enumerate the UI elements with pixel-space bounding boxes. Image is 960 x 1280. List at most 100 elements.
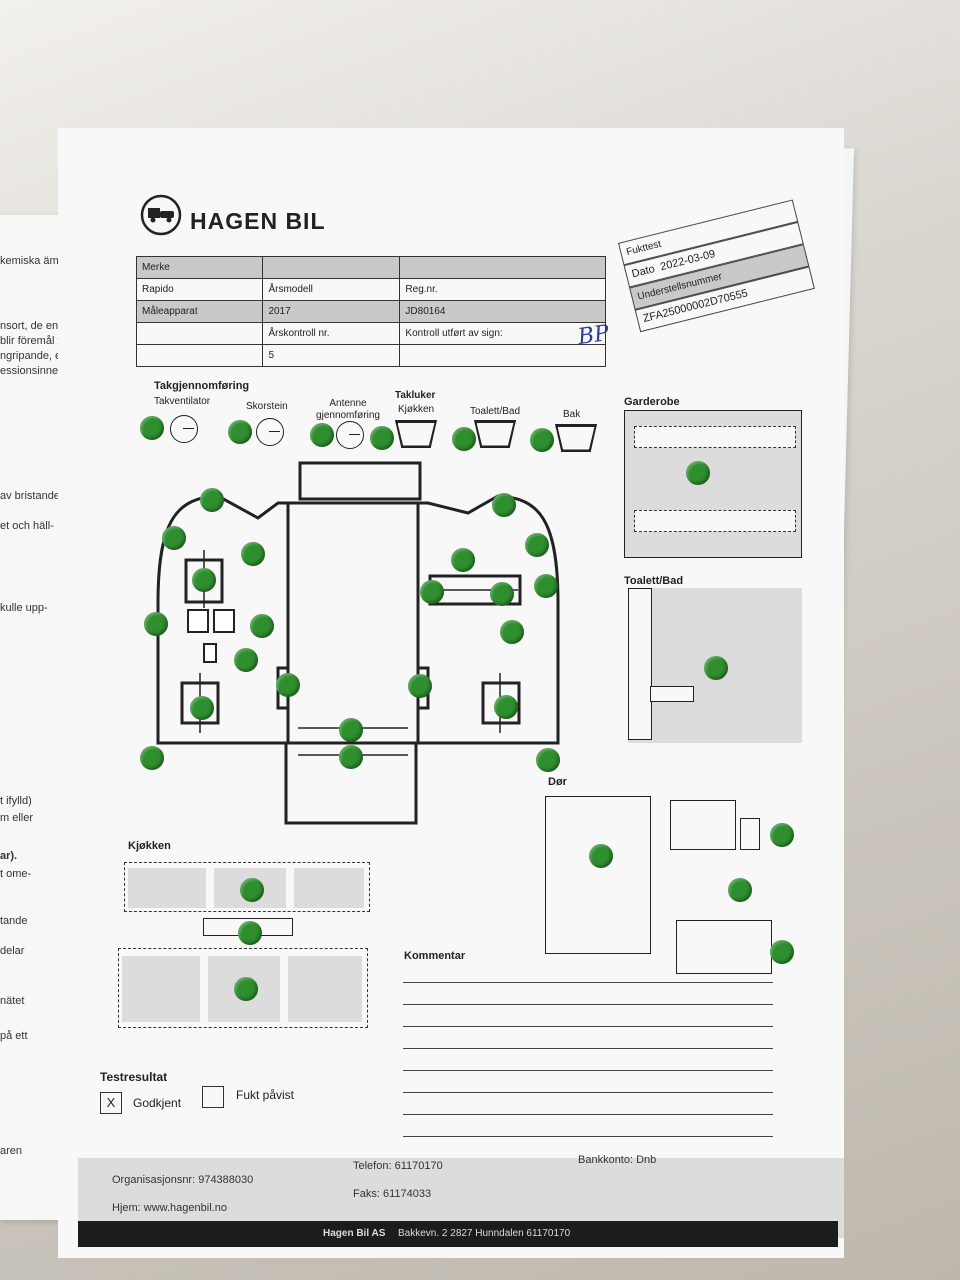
garderobe-outline bbox=[624, 410, 802, 558]
measurement-dot bbox=[276, 673, 300, 697]
garderobe-rail bbox=[634, 426, 796, 448]
measurement-dot bbox=[536, 748, 560, 772]
result-title: Testresultat bbox=[100, 1070, 168, 1084]
phone: Telefon: 61170170 bbox=[353, 1160, 443, 1172]
measurement-dot bbox=[310, 423, 334, 447]
arskontroll-label: Årskontroll nr. bbox=[262, 322, 401, 345]
comment-line bbox=[403, 1026, 773, 1027]
empty-cell bbox=[262, 256, 401, 279]
garderobe-rail bbox=[634, 510, 796, 532]
kontroll-label: Kontroll utført av sign: bbox=[399, 322, 606, 345]
fragment-text: aren bbox=[0, 1145, 23, 1157]
cabinet-panel bbox=[294, 868, 364, 908]
brand-name: HAGEN BIL bbox=[190, 208, 326, 234]
garderobe-title: Garderobe bbox=[624, 396, 680, 408]
bank-account: Bankkonto: Dnb bbox=[578, 1154, 657, 1166]
measurement-dot bbox=[250, 614, 274, 638]
empty-cell bbox=[399, 256, 606, 279]
fragment-text: nätet bbox=[0, 995, 25, 1007]
measurement-dot bbox=[192, 568, 216, 592]
fragment-text: t ome- bbox=[0, 868, 32, 880]
measurement-dot bbox=[228, 420, 252, 444]
door-window bbox=[670, 800, 736, 850]
measurement-dot bbox=[420, 580, 444, 604]
floor-plan-diagram bbox=[156, 461, 560, 825]
measurement-dot bbox=[408, 674, 432, 698]
fragment-text: nsort, de enda bbox=[0, 320, 71, 332]
fragment-text: m eller bbox=[0, 812, 34, 824]
antenne-label: Antenne gjennomføring bbox=[316, 398, 380, 421]
measurement-dot bbox=[451, 548, 475, 572]
bak-hatch-icon bbox=[555, 424, 597, 452]
toalett-shelf bbox=[650, 686, 694, 702]
comment-label: Kommentar bbox=[404, 950, 466, 962]
measurement-dot bbox=[589, 844, 613, 868]
moisture-label: Fukt påvist bbox=[236, 1088, 295, 1102]
measurement-dot bbox=[452, 427, 476, 451]
approved-checkbox[interactable]: X bbox=[100, 1092, 122, 1114]
measurement-dot bbox=[234, 648, 258, 672]
fragment-text: delar bbox=[0, 945, 25, 957]
measurement-dot bbox=[200, 488, 224, 512]
takventilator-label: Takventilator bbox=[154, 396, 211, 407]
company-address: Bakkevn. 2 2827 Hunndalen 61170170 bbox=[398, 1228, 571, 1239]
merke-label: Merke bbox=[135, 256, 264, 279]
measurement-dot bbox=[686, 461, 710, 485]
footer-address-bar: Hagen Bil AS Bakkevn. 2 2827 Hunndalen 6… bbox=[78, 1221, 838, 1247]
measurement-dot bbox=[370, 426, 394, 450]
dato-label: Dato bbox=[630, 263, 657, 281]
door-outline bbox=[545, 796, 651, 954]
measurement-dot bbox=[770, 940, 794, 964]
fragment-text: essionsinneha- bbox=[0, 365, 74, 377]
kjokken-hatch-icon bbox=[395, 420, 437, 448]
cabinet-panel bbox=[122, 956, 200, 1022]
takluker-label: Takluker bbox=[395, 390, 436, 401]
measurement-dot bbox=[525, 533, 549, 557]
measurement-dot bbox=[492, 493, 516, 517]
arsmodell-value: 2017 bbox=[262, 300, 401, 323]
fragment-text: t ifylld) bbox=[0, 795, 32, 807]
comment-line bbox=[403, 1048, 773, 1049]
toalett-hatch-label: Toalett/Bad bbox=[470, 406, 521, 417]
cabinet-panel bbox=[288, 956, 362, 1022]
test-info-table: Fukttest Dato 2022-03-09 Understellsnumm… bbox=[618, 199, 815, 333]
skorstein-label: Skorstein bbox=[246, 401, 288, 412]
fragment-text: av bristande bbox=[0, 490, 60, 502]
fragment-text: på ett bbox=[0, 1030, 28, 1042]
empty-cell bbox=[135, 322, 264, 345]
car-caravan-logo-icon bbox=[140, 194, 182, 236]
comment-line bbox=[403, 1004, 773, 1005]
measurement-dot bbox=[162, 526, 186, 550]
toalett-wall bbox=[628, 588, 652, 740]
measurement-dot bbox=[530, 428, 554, 452]
measurement-dot bbox=[500, 620, 524, 644]
kjokken-hatch-label: Kjøkken bbox=[398, 404, 435, 415]
fragment-text: kulle upp- bbox=[0, 602, 48, 614]
fragment-text: et och häll- bbox=[0, 520, 54, 532]
measurement-dot bbox=[140, 416, 164, 440]
antenne-icon bbox=[336, 421, 364, 449]
measurement-dot bbox=[144, 612, 168, 636]
fragment-text: ar). bbox=[0, 850, 18, 862]
measurement-dot bbox=[494, 695, 518, 719]
measurement-dot bbox=[238, 921, 262, 945]
measurement-dot bbox=[339, 718, 363, 742]
maleapparat-label: Måleapparat bbox=[135, 300, 264, 323]
door-lower-panel bbox=[676, 920, 772, 974]
toalett-hatch-icon bbox=[474, 420, 516, 448]
empty-cell bbox=[399, 344, 606, 367]
measurement-dot bbox=[704, 656, 728, 680]
cabinet-panel bbox=[128, 868, 206, 908]
measurement-dot bbox=[190, 696, 214, 720]
bak-hatch-label: Bak bbox=[563, 409, 581, 420]
website: Hjem: www.hagenbil.no bbox=[112, 1202, 227, 1214]
measurement-dot bbox=[490, 582, 514, 606]
moisture-checkbox[interactable] bbox=[202, 1086, 224, 1108]
measurement-dot bbox=[140, 746, 164, 770]
measurement-dot bbox=[339, 745, 363, 769]
org-number: Organisasjonsnr: 974388030 bbox=[112, 1174, 254, 1186]
arskontroll-value: 5 bbox=[262, 344, 401, 367]
fax: Faks: 61174033 bbox=[353, 1188, 432, 1200]
approved-label: Godkjent bbox=[133, 1096, 182, 1110]
door-handle bbox=[740, 818, 760, 850]
